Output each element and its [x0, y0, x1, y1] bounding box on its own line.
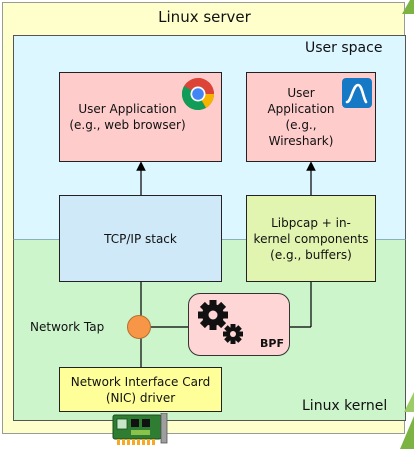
network-tap-label: Network Tap [30, 320, 105, 334]
network-tap-node [127, 315, 151, 339]
server-label: Linux server [158, 8, 251, 26]
decorative-slashes [400, 0, 414, 449]
nic-driver-box: Network Interface Card (NIC) driver [59, 367, 222, 412]
user-app-browser-box: User Application (e.g., web browser) [59, 72, 222, 162]
kernel-space-label: Linux kernel [302, 398, 388, 414]
libpcap-label: Libpcap + in-kernel components (e.g., bu… [253, 215, 369, 262]
libpcap-box: Libpcap + in-kernel components (e.g., bu… [246, 195, 376, 282]
wireshark-icon [342, 78, 372, 108]
network-card-icon [112, 413, 168, 445]
user-app-browser-label: User Application (e.g., web browser) [69, 102, 186, 132]
user-space-label: User space [305, 40, 383, 56]
tcpip-stack-label: TCP/IP stack [104, 231, 177, 246]
tcpip-stack-box: TCP/IP stack [59, 195, 222, 282]
user-app-wireshark-label: User Application (e.g., Wireshark) [267, 86, 335, 148]
gears-icon [198, 300, 243, 344]
nic-driver-label: Network Interface Card (NIC) driver [70, 374, 211, 405]
bpf-label: BPF [260, 337, 284, 350]
chrome-icon [181, 78, 215, 111]
